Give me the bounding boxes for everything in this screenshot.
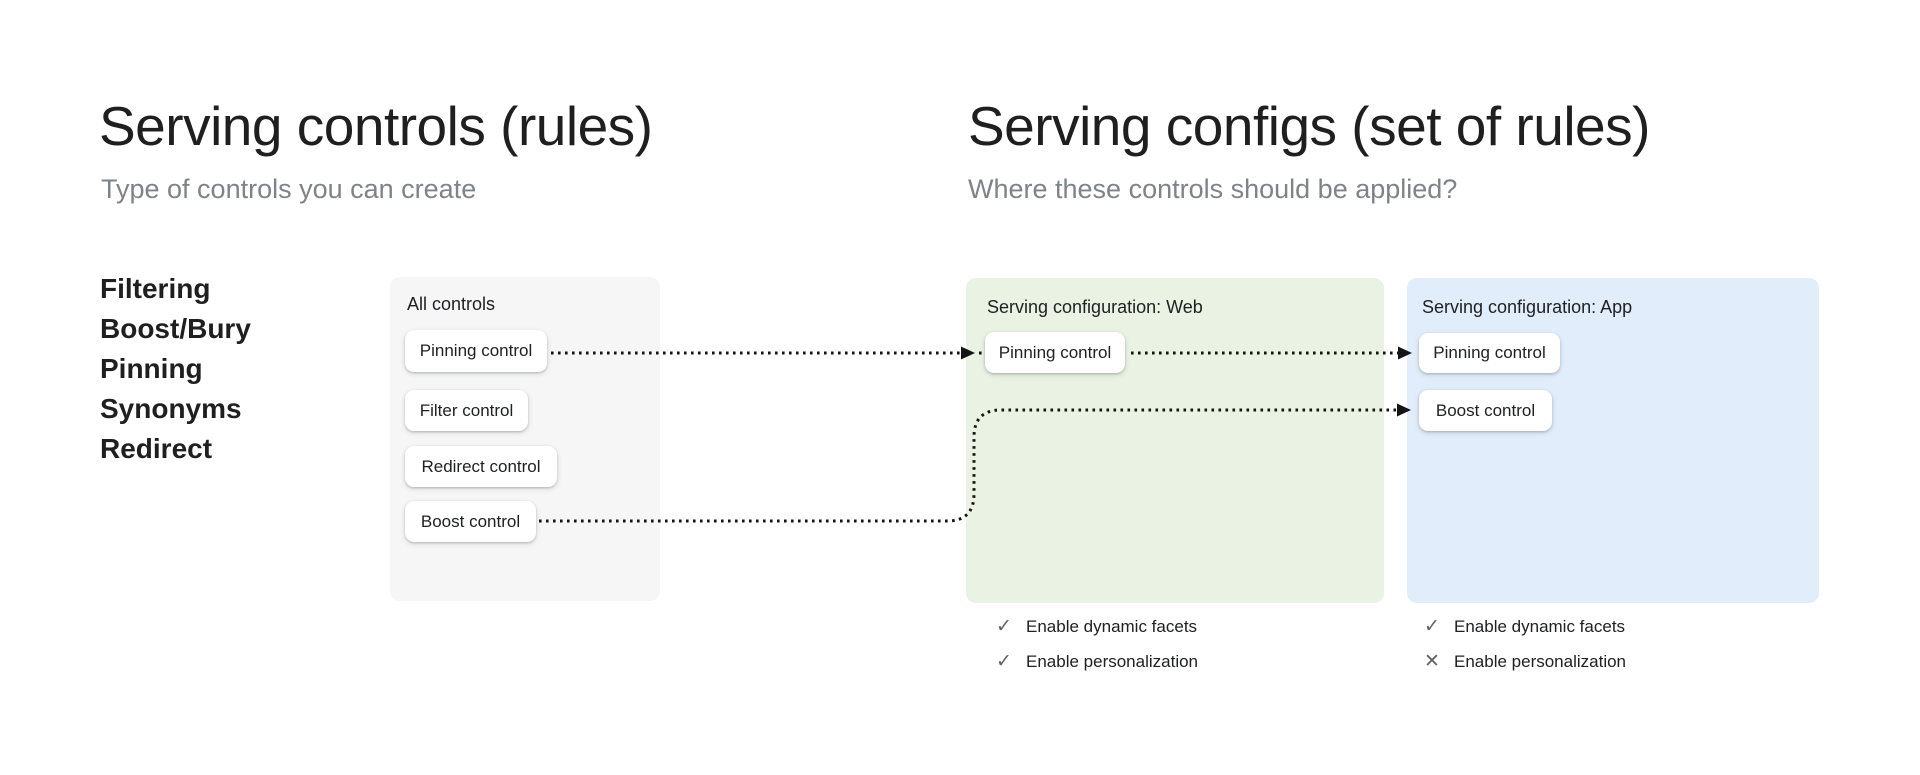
cross-icon: ✕ (1424, 651, 1440, 672)
web-feature-list: ✓ Enable dynamic facets ✓ Enable persona… (993, 616, 1198, 673)
control-type-redirect: Redirect (100, 433, 213, 464)
all-controls-panel: All controls (390, 277, 660, 601)
right-section-title: Serving configs (set of rules) (968, 95, 1650, 157)
feature-label: Enable personalization (1454, 652, 1627, 671)
feature-label: Enable personalization (1026, 652, 1199, 671)
check-icon: ✓ (1424, 616, 1440, 637)
feature-row: ✓ Enable dynamic facets (1421, 616, 1626, 638)
serving-config-app-title: Serving configuration: App (1422, 297, 1633, 317)
feature-label: Enable dynamic facets (1454, 617, 1626, 636)
filter-control-chip-all: Filter control (405, 390, 528, 431)
all-controls-panel-title: All controls (407, 294, 496, 314)
pinning-control-chip-app: Pinning control (1419, 333, 1560, 373)
feature-row: ✓ Enable dynamic facets (993, 616, 1198, 638)
serving-config-web-title: Serving configuration: Web (987, 297, 1203, 317)
pinning-control-chip-all: Pinning control (405, 330, 547, 372)
feature-row: ✓ Enable personalization (993, 651, 1198, 673)
control-type-boost-bury: Boost/Bury (100, 313, 251, 344)
app-feature-list: ✓ Enable dynamic facets ✕ Enable persona… (1421, 616, 1626, 673)
control-type-filtering: Filtering (100, 273, 211, 304)
serving-config-web-panel: Serving configuration: Web (966, 278, 1384, 603)
left-section-subtitle: Type of controls you can create (101, 174, 477, 204)
control-type-synonyms: Synonyms (100, 393, 242, 424)
control-type-pinning: Pinning (100, 353, 203, 384)
redirect-control-chip-all: Redirect control (405, 446, 557, 487)
boost-control-chip-all: Boost control (405, 501, 536, 542)
control-type-list: Filtering Boost/Bury Pinning Synonyms Re… (100, 269, 251, 469)
serving-config-app-panel: Serving configuration: App (1407, 278, 1819, 603)
pinning-control-chip-web: Pinning control (985, 332, 1125, 373)
left-section-title: Serving controls (rules) (99, 95, 653, 157)
right-section-subtitle: Where these controls should be applied? (968, 174, 1458, 204)
check-icon: ✓ (996, 651, 1012, 672)
check-icon: ✓ (996, 616, 1012, 637)
feature-label: Enable dynamic facets (1026, 617, 1198, 636)
feature-row: ✕ Enable personalization (1421, 651, 1626, 673)
boost-control-chip-app: Boost control (1419, 390, 1552, 431)
